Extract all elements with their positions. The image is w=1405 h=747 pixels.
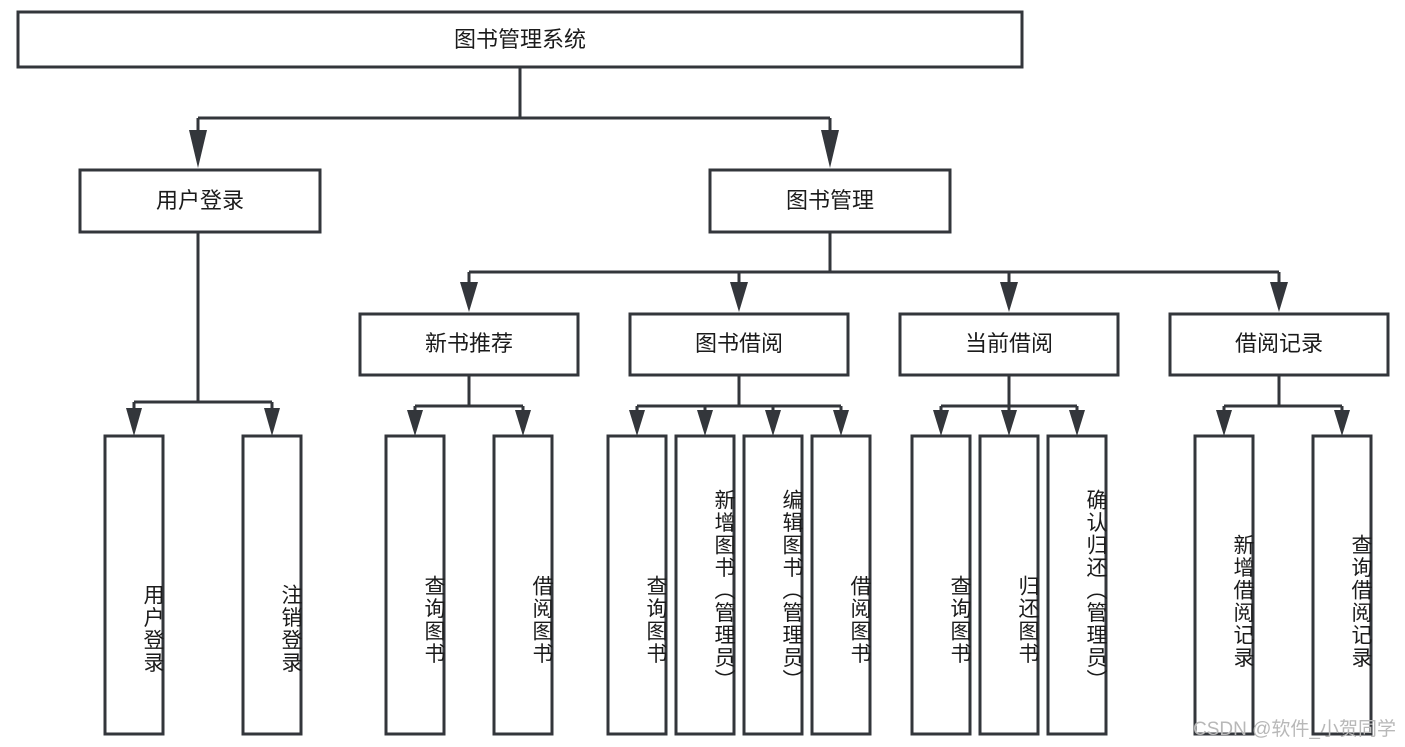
arrow-to-leaf-borrow-book-1 [515,410,531,436]
node-book-borrow[interactable]: 图书借阅 [628,312,850,377]
leaf-box-borrow-book-1[interactable] [492,434,554,736]
arrow-to-book-borrow [730,282,748,312]
connector-newbook-to-leaves [407,375,531,436]
arrow-to-borrow-record [1270,282,1288,312]
leaf-box-query-book-1[interactable] [384,434,446,736]
arrow-to-leaf-query-book-3 [933,410,949,436]
leaf-box-add-record[interactable] [1193,434,1255,736]
arrow-to-leaf-query-record [1334,410,1350,436]
leaf-box-return-book[interactable] [978,434,1040,736]
connector-userlogin-to-leaves [126,232,280,436]
node-current-borrow-label: 当前借阅 [965,331,1053,356]
node-book-management[interactable]: 图书管理 [708,168,952,234]
connector-currentborrow-to-leaves [933,375,1085,436]
connector-root-to-level2 [189,67,839,168]
arrow-to-leaf-add-record [1216,410,1232,436]
arrow-to-book-management [821,130,839,168]
leaf-box-logout[interactable] [241,434,303,736]
node-book-borrow-box[interactable] [628,312,850,377]
leaf-boxes [103,434,1373,736]
arrow-to-user-login [189,130,207,168]
node-root-box[interactable] [16,10,1024,69]
arrow-to-leaf-query-book-1 [407,410,423,436]
node-user-login-label: 用户登录 [156,188,244,213]
node-borrow-record-label: 借阅记录 [1235,331,1323,356]
node-root[interactable]: 图书管理系统 [16,10,1024,69]
arrow-to-leaf-edit-book [765,410,781,436]
leaf-box-query-book-3[interactable] [910,434,972,736]
node-book-borrow-label: 图书借阅 [695,331,783,356]
node-new-book-recommend-label: 新书推荐 [425,331,513,356]
leaf-box-confirm-return[interactable] [1046,434,1108,736]
node-book-management-box[interactable] [708,168,952,234]
leaf-box-query-record[interactable] [1311,434,1373,736]
arrow-to-leaf-add-book [697,410,713,436]
arrow-to-new-book-recommend [460,282,478,312]
leaf-box-borrow-book-2[interactable] [810,434,872,736]
node-book-management-label: 图书管理 [786,188,874,213]
leaf-box-user-login[interactable] [103,434,165,736]
leaf-box-edit-book[interactable] [742,434,804,736]
node-borrow-record-box[interactable] [1168,312,1390,377]
leaf-box-query-book-2[interactable] [606,434,668,736]
arrow-to-leaf-user-login [126,408,142,436]
node-new-book-recommend-box[interactable] [358,312,580,377]
node-user-login-box[interactable] [78,168,322,234]
arrow-to-leaf-borrow-book-2 [833,410,849,436]
node-user-login[interactable]: 用户登录 [78,168,322,234]
connector-bookmgmt-to-level3 [460,232,1288,312]
leaf-box-add-book[interactable] [674,434,736,736]
arrow-to-current-borrow [1000,282,1018,312]
node-root-label: 图书管理系统 [454,27,586,52]
connector-borrowrecord-to-leaves [1216,375,1350,436]
arrow-to-leaf-return-book [1001,410,1017,436]
node-current-borrow-box[interactable] [898,312,1120,377]
node-borrow-record[interactable]: 借阅记录 [1168,312,1390,377]
arrow-to-leaf-logout [264,408,280,436]
node-new-book-recommend[interactable]: 新书推荐 [358,312,580,377]
arrow-to-leaf-query-book-2 [629,410,645,436]
arrow-to-leaf-confirm-return [1069,410,1085,436]
csdn-watermark: CSDN @软件_小贺同学 [1193,719,1396,740]
node-current-borrow[interactable]: 当前借阅 [898,312,1120,377]
connector-bookborrow-to-leaves [629,375,849,436]
